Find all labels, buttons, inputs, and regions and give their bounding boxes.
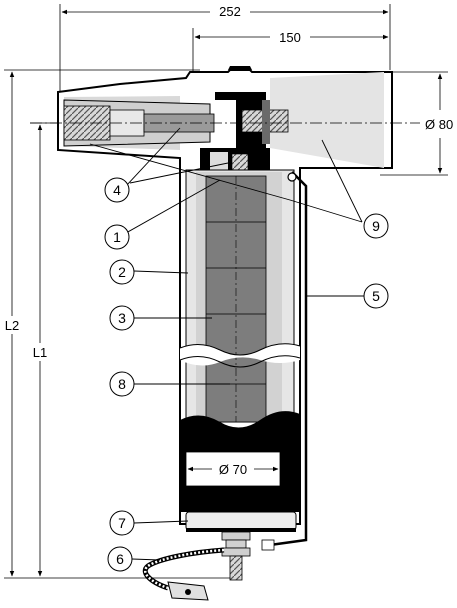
ground-strap <box>269 171 308 547</box>
callout-6: 6 <box>107 546 133 572</box>
callout-4-label: 4 <box>113 182 121 198</box>
callout-3: 3 <box>109 305 135 331</box>
callout-2-label: 2 <box>118 264 126 280</box>
callout-3-label: 3 <box>118 310 126 326</box>
dimension-252: 252 <box>59 3 391 92</box>
callout-9: 9 <box>363 213 389 239</box>
dimension-150: 150 <box>192 28 389 75</box>
lower-body: Ø 70 <box>180 411 300 512</box>
callout-1: 1 <box>104 224 130 250</box>
callout-7-label: 7 <box>118 515 126 531</box>
dimension-L2: L2 <box>2 69 200 577</box>
dimension-L1-label: L1 <box>33 345 47 360</box>
callout-1-label: 1 <box>113 229 121 245</box>
dimension-L1: L1 <box>30 122 60 577</box>
dimension-diameter-70-label: Ø 70 <box>219 462 247 477</box>
break-symbol <box>179 343 301 368</box>
callout-8: 8 <box>109 371 135 397</box>
callout-7: 7 <box>109 510 135 536</box>
callout-6-label: 6 <box>116 551 124 567</box>
varistor-stack <box>205 175 267 423</box>
top-contact <box>200 148 270 173</box>
dimension-L2-label: L2 <box>5 318 19 333</box>
leader-lines <box>89 127 364 561</box>
terminal-stud <box>221 531 275 581</box>
callout-2: 2 <box>109 259 135 285</box>
stud-connector <box>215 92 289 148</box>
callout-5: 5 <box>363 283 389 309</box>
ground-cable <box>142 547 225 601</box>
strap-attachment <box>287 172 297 182</box>
callout-4: 4 <box>104 177 130 203</box>
callout-9-label: 9 <box>372 218 380 234</box>
callout-8-label: 8 <box>118 376 126 392</box>
dimension-diameter-80-label: Ø 80 <box>425 117 453 132</box>
base-plate <box>185 511 297 532</box>
dimension-150-label: 150 <box>279 30 301 45</box>
dimension-252-label: 252 <box>219 4 241 19</box>
callout-5-label: 5 <box>372 288 380 304</box>
